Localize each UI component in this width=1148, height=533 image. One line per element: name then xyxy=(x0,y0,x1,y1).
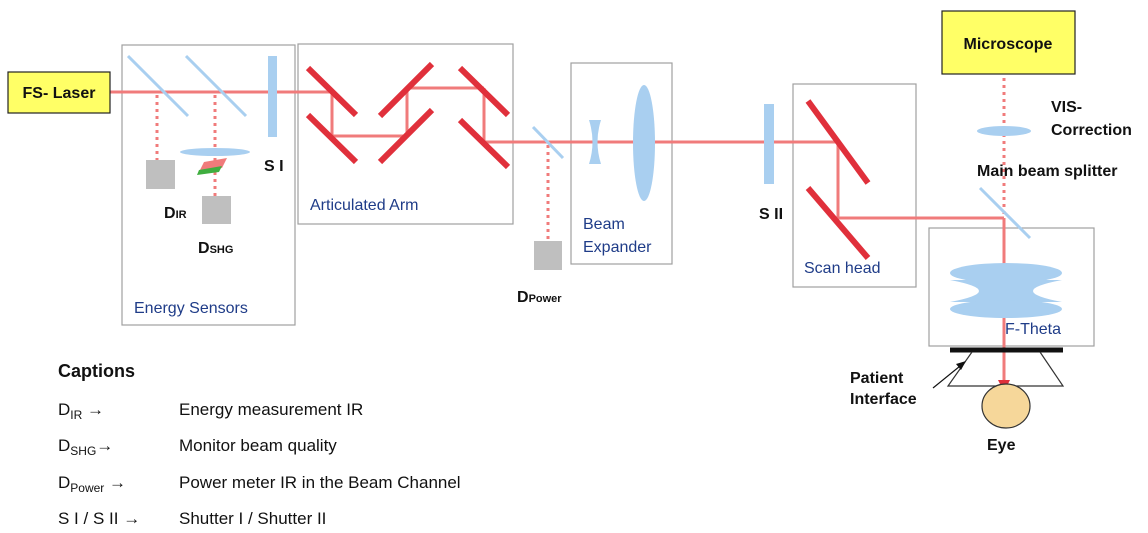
splitter-2 xyxy=(184,54,248,118)
energy-sensors-label: Energy Sensors xyxy=(134,300,248,317)
patient-interface-label-1: Patient xyxy=(850,370,904,387)
caption-row-2-text: Monitor beam quality xyxy=(179,436,337,455)
beam-expander-label-2: Expander xyxy=(583,239,652,256)
vis-correction-label-2: Correction xyxy=(1051,122,1132,139)
caption-row-3-key: DPower → xyxy=(58,473,126,495)
eye-label: Eye xyxy=(987,437,1016,454)
arm-mirror-1 xyxy=(305,65,359,118)
caption-row-4-text: Shutter I / Shutter II xyxy=(179,509,326,528)
d-shg-label: DSHG xyxy=(198,240,233,257)
shutter-2 xyxy=(764,104,774,184)
microscope-label: Microscope xyxy=(964,36,1053,53)
caption-row-4-key: S I / S II → xyxy=(58,509,140,528)
f-theta-frame xyxy=(928,227,1095,347)
arm-mirror-2 xyxy=(305,112,359,165)
arm-mirror-6 xyxy=(457,117,511,170)
shutter-1 xyxy=(268,56,277,137)
shutter-2-label: S II xyxy=(759,206,783,223)
laser-beam-path xyxy=(110,86,1006,380)
caption-row-1-text: Energy measurement IR xyxy=(179,400,363,419)
caption-row-3-text: Power meter IR in the Beam Channel xyxy=(179,473,461,492)
d-ir-label: DIR xyxy=(164,205,187,222)
captions-title: Captions xyxy=(58,361,135,381)
scan-mirror-2 xyxy=(805,186,871,260)
diverging-lens xyxy=(589,120,601,164)
f-theta-label: F-Theta xyxy=(1005,321,1061,338)
scan-head-label: Scan head xyxy=(804,260,881,277)
f-theta-lens-2 xyxy=(950,280,1062,302)
detector-power xyxy=(534,241,562,270)
caption-row-2-key: DSHG→ xyxy=(58,436,113,458)
main-beam-splitter-label: Main beam splitter xyxy=(977,163,1117,180)
scan-mirror-1 xyxy=(805,99,871,185)
caption-row-1-key: DIR → xyxy=(58,400,104,422)
main-beam-splitter xyxy=(978,186,1032,240)
arm-mirror-4 xyxy=(377,107,435,165)
vis-correction-lens xyxy=(977,126,1031,136)
vis-correction-label-1: VIS- xyxy=(1051,99,1082,116)
fs-laser-label: FS- Laser xyxy=(23,85,96,102)
eye-shape xyxy=(981,383,1031,429)
shutter-1-label: S I xyxy=(264,158,284,175)
arm-mirror-5 xyxy=(457,65,511,118)
detector-shg xyxy=(202,196,231,224)
energy-sensors-frame xyxy=(121,44,296,326)
converging-lens xyxy=(633,85,655,201)
arm-mirror-3 xyxy=(377,61,435,119)
dotted-beams xyxy=(155,78,1006,240)
splitter-1 xyxy=(126,54,190,118)
patient-interface-label-2: Interface xyxy=(850,391,917,408)
articulated-arm-label: Articulated Arm xyxy=(310,197,418,214)
shg-lens xyxy=(180,148,250,156)
articulated-arm-frame xyxy=(297,43,514,225)
pointer-arrowhead-icon xyxy=(956,361,966,370)
microscope-box xyxy=(941,10,1076,75)
f-theta-lens-3 xyxy=(950,300,1062,318)
shg-crystal xyxy=(199,158,227,172)
scan-head-frame xyxy=(792,83,917,288)
detector-ir xyxy=(146,160,175,189)
splitter-power xyxy=(531,125,565,160)
beam-expander-label-1: Beam xyxy=(583,216,625,233)
f-theta-lens-1 xyxy=(950,263,1062,283)
beam-expander-frame xyxy=(570,62,673,265)
shg-crystal-green xyxy=(197,166,222,175)
mirrors xyxy=(305,61,871,260)
fs-laser-box xyxy=(7,71,111,114)
d-power-label: DPower xyxy=(517,289,562,306)
beam-splitters xyxy=(126,54,1032,240)
